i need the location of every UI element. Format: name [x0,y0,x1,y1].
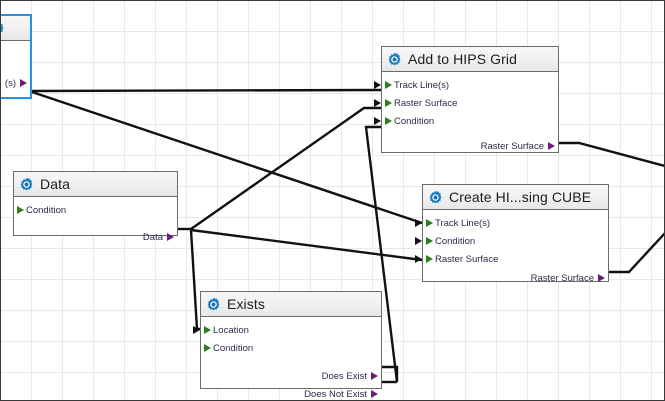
input-port-triangle[interactable] [426,255,433,263]
node-body: (s) [1,41,30,92]
port-label: Does Exist [321,370,367,382]
input-port-row[interactable]: Condition [201,339,381,357]
output-port-triangle[interactable] [598,274,605,282]
output-port-row[interactable]: Raster Surface [423,269,608,287]
input-port-row[interactable]: Track Line(s) [374,76,558,94]
port-label: Location [213,324,249,336]
node-body: Track Line(s) Raster Surface Condition R… [374,72,558,155]
node-header: Create HI...sing CUBE [423,185,608,210]
input-port-triangle[interactable] [426,219,433,227]
port-label: Condition [394,115,435,127]
wire-data-to-cube-raster [190,228,423,262]
input-port-triangle[interactable] [426,237,433,245]
gear-icon [388,52,401,65]
gear-icon [20,177,33,190]
input-port-row[interactable]: Track Line(s) [415,214,608,232]
wire-partial-to-hips-trackline [31,88,382,93]
node-header: Add to HIPS Grid [382,47,558,72]
gear-icon [1,23,4,33]
output-port-row[interactable]: (s) [1,74,30,92]
port-label: Data [142,231,163,243]
input-port-triangle[interactable] [385,99,392,107]
node-title: Add to HIPS Grid [408,51,517,67]
node-header: Exists [201,292,381,317]
input-port-triangle[interactable] [204,326,211,334]
port-label: Condition [213,342,254,354]
output-port-row[interactable]: Raster Surface [382,137,558,155]
input-port-triangle[interactable] [204,344,211,352]
node-create-hips-cube[interactable]: Create HI...sing CUBE Track Line(s) Cond… [415,184,609,284]
input-connector-nub [415,219,422,227]
node-title: Create HI...sing CUBE [449,189,592,205]
input-port-row[interactable]: Raster Surface [374,94,558,112]
output-port-triangle[interactable] [167,233,174,241]
port-label: Condition [435,235,476,247]
port-label: Raster Surface [480,140,544,152]
input-connector-nub [374,99,381,107]
input-connector-nub [374,117,381,125]
node-body: Condition Data [14,197,177,246]
input-port-row[interactable]: Condition [14,201,177,219]
output-port-triangle[interactable] [371,390,378,398]
wire-data-to-hips-raster [190,106,381,230]
port-label: Condition [26,204,67,216]
output-port-row[interactable]: Does Exist [201,367,381,385]
input-connector-nub [415,237,422,245]
output-port-row[interactable]: Does Not Exist [201,385,381,400]
port-label: Track Line(s) [394,79,450,91]
port-label: Track Line(s) [435,217,491,229]
node-header [1,16,30,41]
input-port-row[interactable]: Raster Surface [415,250,608,268]
port-label: Raster Surface [435,253,499,265]
wire-cube-out-to-edge [609,232,664,274]
output-port-triangle[interactable] [20,79,27,87]
port-label: Does Not Exist [304,388,367,400]
input-port-row[interactable]: Condition [415,232,608,250]
node-title: Data [40,176,70,192]
input-connector-nub [415,255,422,263]
port-label: Raster Surface [530,272,594,284]
wire-data-to-exists-location [189,229,200,331]
input-port-triangle[interactable] [385,81,392,89]
gear-icon [207,297,220,310]
output-port-triangle[interactable] [548,142,555,150]
input-port-triangle[interactable] [385,117,392,125]
node-exists[interactable]: Exists Location Condition Does Exist Doe… [193,291,382,400]
port-label: (s) [4,77,16,89]
output-port-row[interactable]: Data [14,228,177,246]
gear-icon [429,190,442,203]
node-data[interactable]: Data Condition Data [13,171,178,243]
input-port-triangle[interactable] [17,206,24,214]
input-port-row[interactable]: Condition [374,112,558,130]
node-title: Exists [227,296,265,312]
input-port-row[interactable]: Location [193,321,381,339]
node-add-to-hips-grid[interactable]: Add to HIPS Grid Track Line(s) Raster Su… [374,46,559,155]
node-header: Data [14,172,177,197]
node-body: Location Condition Does Exist Does Not E… [193,317,381,400]
node-partial-selected[interactable]: (s) [1,14,32,99]
wire-hips-out-to-edge [559,141,664,167]
input-connector-nub [193,326,200,334]
port-label: Raster Surface [394,97,458,109]
output-port-triangle[interactable] [371,372,378,380]
node-body: Track Line(s) Condition Raster Surface R… [415,210,608,287]
input-connector-nub [374,81,381,89]
wire-does-exist-to-hips-condition [382,365,399,382]
